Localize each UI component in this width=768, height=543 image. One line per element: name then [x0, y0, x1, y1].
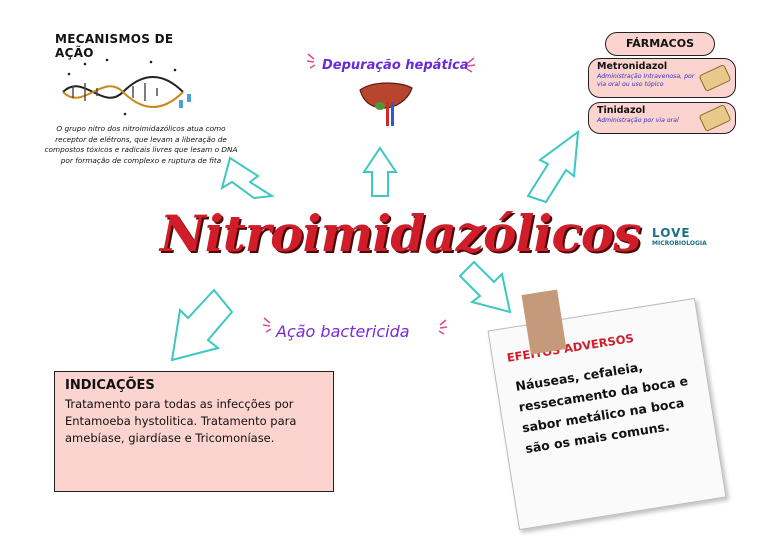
- mecanismos-text: O grupo nitro dos nitroimidazólicos atua…: [44, 124, 238, 165]
- sparkle-icon: [262, 317, 272, 333]
- drug-card-tinidazol: Tinidazol Administração por via oral: [588, 102, 736, 134]
- arrow-up-right-icon: [526, 129, 580, 204]
- acao-bactericida: Ação bactericida: [276, 322, 410, 341]
- efeitos-text: Náuseas, cefaleia, ressecamento da boca …: [514, 358, 690, 457]
- drug-name: Tinidazol: [597, 105, 646, 116]
- main-title: Nitroimidazólicos: [160, 204, 641, 263]
- farmacos-title: FÁRMACOS: [605, 32, 715, 56]
- sparkle-icon: [438, 319, 448, 335]
- arrow-down-left-icon: [170, 288, 234, 362]
- drug-desc: Administração por via oral: [597, 117, 679, 124]
- dna-icon: [62, 58, 191, 116]
- drug-card-metronidazol: Metronidazol Administração Intravenosa, …: [588, 58, 736, 98]
- mecanismos-title: MECANISMOS DE AÇÃO: [55, 32, 174, 60]
- efeitos-note: EFEITOS ADVERSOS Náuseas, cefaleia, ress…: [487, 297, 727, 531]
- sparkle-icon: [306, 53, 316, 69]
- arrow-up-icon: [362, 146, 398, 197]
- depuracao-title: Depuração hepática: [322, 58, 469, 73]
- logo-micro: MICROBIOLOGIA: [652, 240, 707, 247]
- indicacoes-box: INDICAÇÕES Tratamento para todas as infe…: [54, 371, 334, 492]
- pills-icon: [698, 103, 732, 133]
- arrow-down-right-icon: [458, 260, 512, 314]
- indicacoes-title: INDICAÇÕES: [65, 378, 155, 393]
- liver-icon: [359, 82, 413, 126]
- sparkle-icon: [466, 57, 476, 73]
- indicacoes-text: Tratamento para todas as infecções por E…: [65, 397, 297, 445]
- pills-icon: [698, 63, 732, 93]
- love-microbiologia-logo: LOVE MICROBIOLOGIA: [652, 226, 707, 247]
- drug-name: Metronidazol: [597, 61, 668, 72]
- drug-desc: Administração Intravenosa, por via oral …: [597, 73, 695, 88]
- logo-love: LOVE: [652, 226, 691, 240]
